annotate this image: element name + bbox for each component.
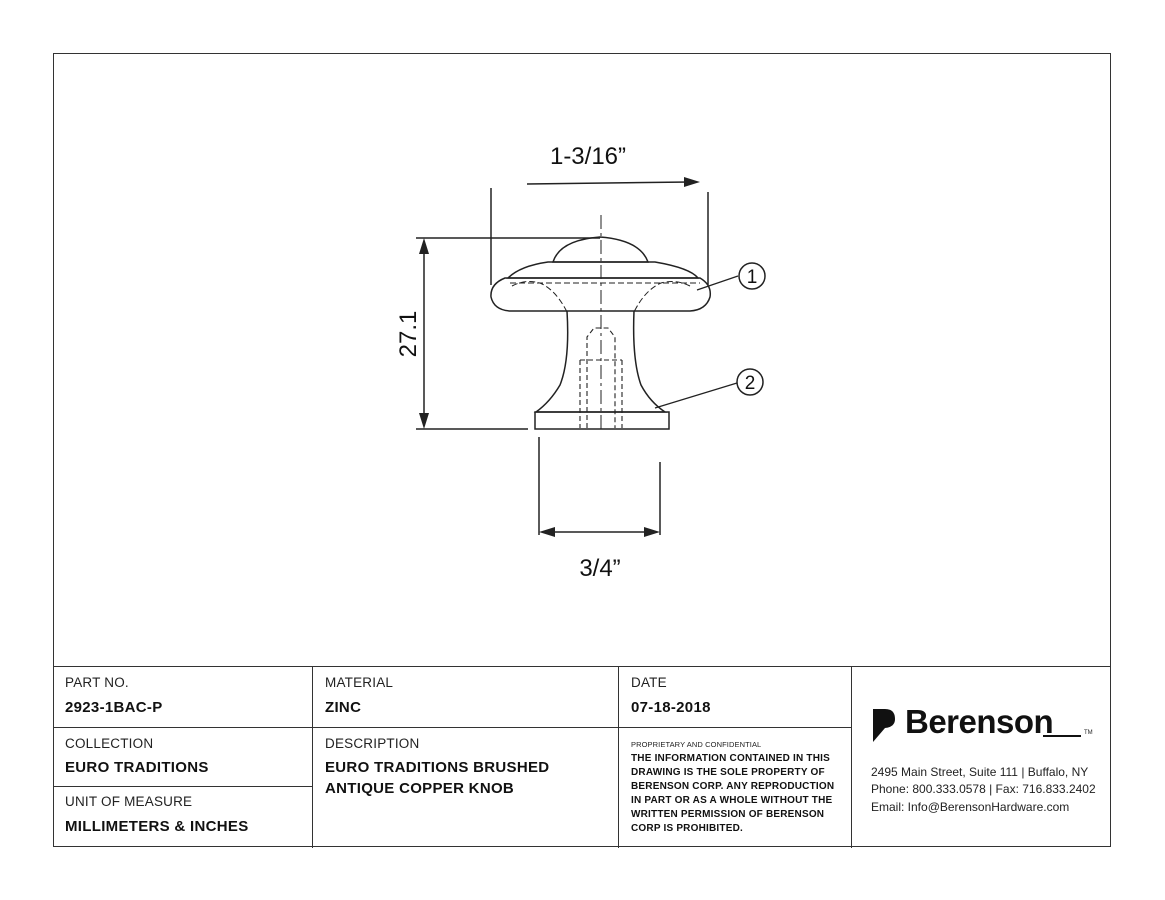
unit-of-measure-label: UNIT OF MEASURE: [65, 794, 193, 809]
knob-cap-tier: [506, 261, 700, 279]
head-hidden-curve-right: [633, 281, 691, 313]
callout-2-circle: [736, 368, 764, 396]
confidential-line: BERENSON CORP. ANY REPRODUCTION: [631, 781, 835, 792]
company-name: Berenson: [905, 703, 1054, 740]
divider: [312, 667, 314, 848]
divider: [53, 786, 312, 788]
callout-2-number: 2: [745, 373, 756, 394]
date-label: DATE: [631, 675, 667, 690]
collection-label: COLLECTION: [65, 736, 154, 751]
callout-1-number: 1: [747, 267, 758, 288]
divider: [618, 667, 620, 848]
part-no-label: PART NO.: [65, 675, 129, 690]
knob-head: [490, 277, 712, 312]
technical-drawing: 1-3/16” 27.1 3/4” 1 2: [395, 143, 766, 582]
screw-hole-hidden: [586, 327, 616, 428]
callout-2-leader: [654, 382, 738, 409]
drawing-frame: [53, 53, 1111, 847]
base-arrowhead-right: [644, 527, 660, 537]
description-value-line2: ANTIQUE COPPER KNOB: [325, 780, 515, 797]
width-dimension-label: 1-3/16”: [550, 143, 626, 170]
knob-dome: [551, 236, 650, 263]
logo-underline: [1043, 735, 1081, 737]
material-value: ZINC: [325, 699, 362, 716]
confidential-line: IN PART OR AS A WHOLE WITHOUT THE: [631, 795, 833, 806]
company-email[interactable]: Email: Info@BerensonHardware.com: [871, 800, 1070, 814]
date-value: 07-18-2018: [631, 699, 711, 716]
description-label: DESCRIPTION: [325, 736, 420, 751]
height-arrowhead-top: [419, 238, 429, 254]
description-value-line1: EURO TRADITIONS BRUSHED: [325, 759, 550, 776]
confidential-line: DRAWING IS THE SOLE PROPERTY OF: [631, 767, 825, 778]
width-dimension-line: [526, 181, 691, 185]
part-no-value: 2923-1BAC-P: [65, 699, 163, 716]
width-arrowhead: [684, 177, 700, 187]
unit-of-measure-value: MILLIMETERS & INCHES: [65, 818, 249, 835]
callout-1-leader: [696, 275, 739, 291]
collection-value: EURO TRADITIONS: [65, 759, 209, 776]
confidential-label: PROPRIETARY AND CONFIDENTIAL: [631, 740, 762, 749]
divider: [53, 727, 851, 729]
company-phone: Phone: 800.333.0578 | Fax: 716.833.2402: [871, 782, 1096, 796]
base-dimension-label: 3/4”: [579, 555, 620, 582]
trademark-mark: TM: [1084, 730, 1093, 736]
divider: [851, 667, 853, 848]
berenson-logo-icon: [873, 709, 895, 742]
company-address: 2495 Main Street, Suite 111 | Buffalo, N…: [871, 765, 1089, 779]
title-block: PART NO. 2923-1BAC-P MATERIAL ZINC DATE …: [53, 666, 1111, 848]
height-arrowhead-bottom: [419, 413, 429, 429]
height-dimension-label: 27.1: [395, 311, 422, 358]
confidential-line: THE INFORMATION CONTAINED IN THIS: [631, 753, 830, 764]
head-hidden-curve-left: [511, 281, 568, 313]
confidential-line: CORP IS PROHIBITED.: [631, 823, 743, 834]
base-arrowhead-left: [539, 527, 555, 537]
callout-1-circle: [738, 262, 766, 290]
confidential-line: WRITTEN PERMISSION OF BERENSON: [631, 809, 825, 820]
material-label: MATERIAL: [325, 675, 394, 690]
knob-base: [534, 411, 670, 430]
